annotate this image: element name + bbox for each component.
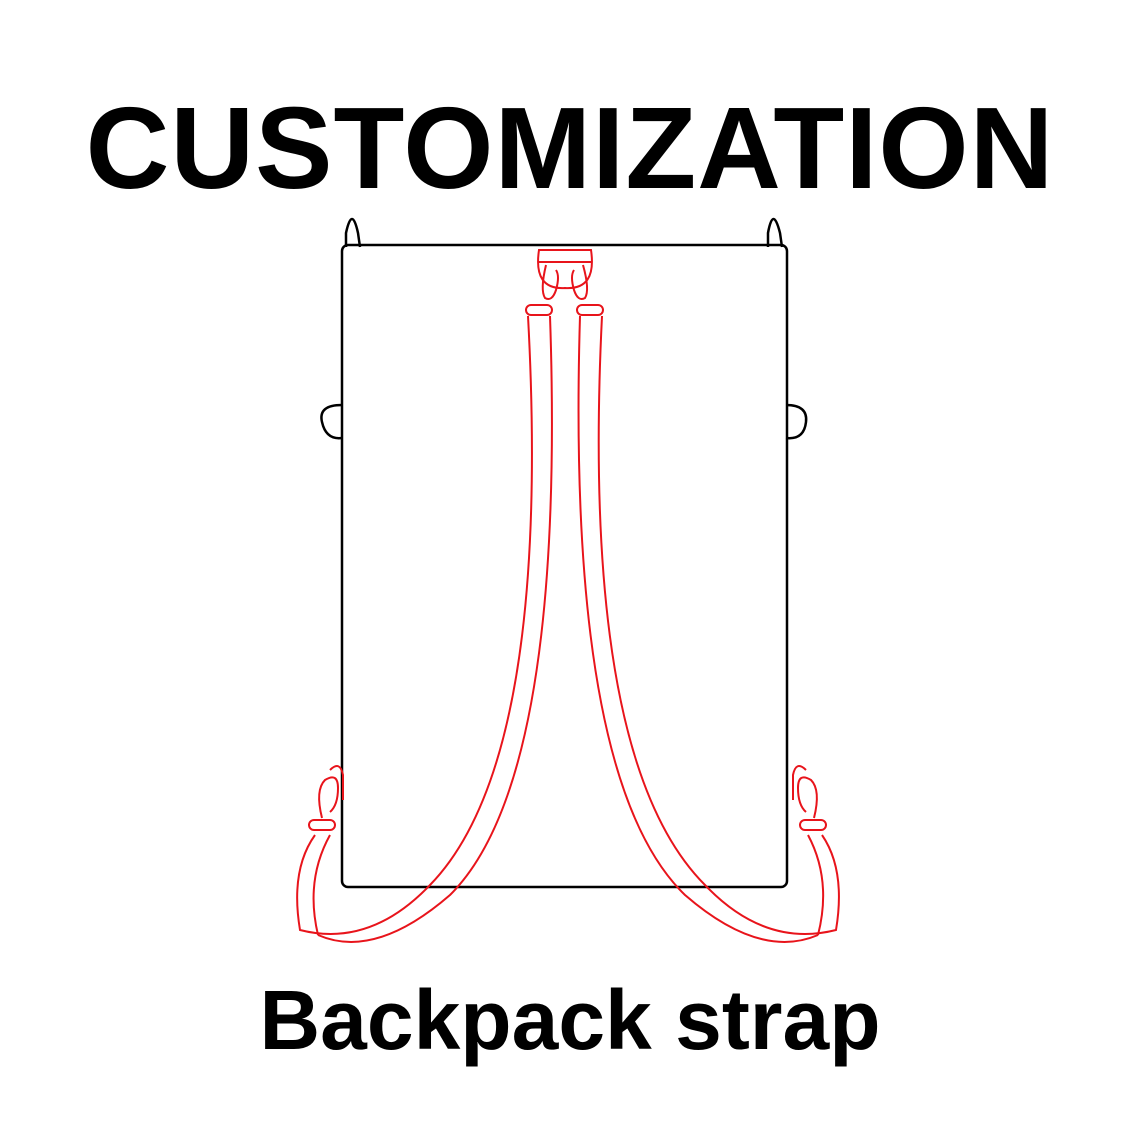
- page-title: CUSTOMIZATION: [85, 83, 1055, 213]
- right-top-adjuster: [576, 304, 604, 316]
- bag-body: [320, 217, 808, 889]
- left-bottom-clip: [318, 776, 340, 819]
- right-bottom-adjuster: [799, 819, 827, 831]
- top-right-loop: [766, 217, 784, 248]
- backpack-strap: [296, 249, 840, 943]
- top-left-loop: [344, 217, 362, 248]
- left-bottom-adjuster: [308, 819, 336, 831]
- page-subtitle: Backpack strap: [259, 973, 881, 1067]
- right-strap-outer: [597, 315, 840, 935]
- bag-outline: [340, 243, 789, 889]
- strap-top-tab: [537, 249, 593, 290]
- left-strap-outer: [296, 315, 533, 935]
- left-top-adjuster: [525, 304, 553, 316]
- right-strap-inner: [577, 315, 819, 943]
- left-side-loop: [320, 403, 343, 440]
- right-top-clip: [571, 264, 589, 300]
- left-top-clip: [541, 264, 559, 300]
- right-side-loop: [785, 403, 808, 440]
- left-strap-inner: [317, 315, 553, 943]
- right-bottom-clip: [796, 776, 818, 819]
